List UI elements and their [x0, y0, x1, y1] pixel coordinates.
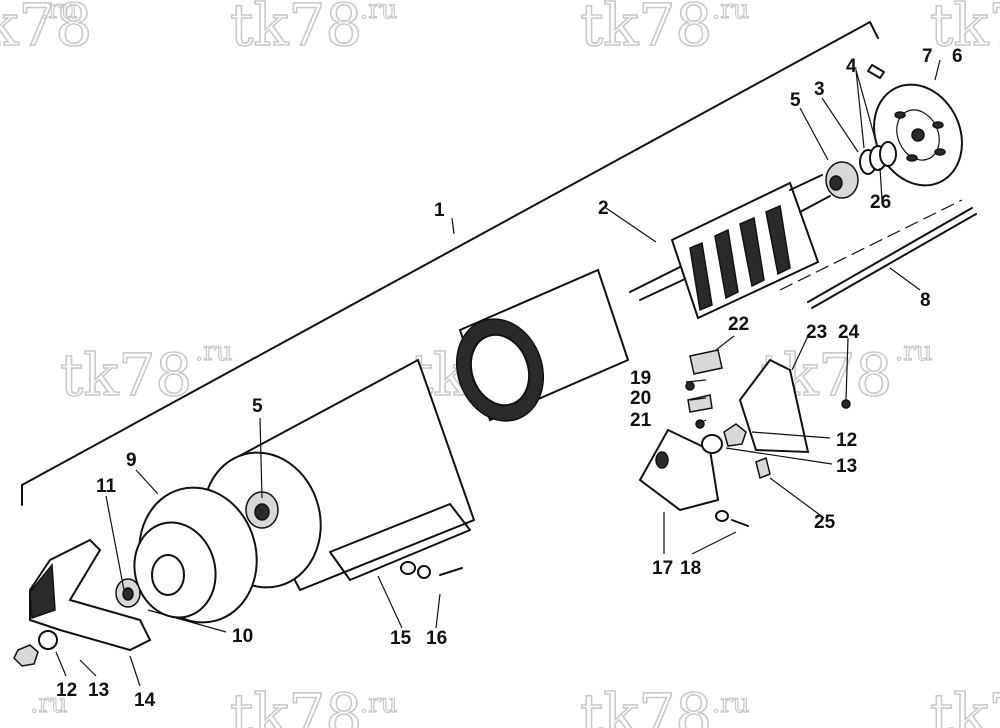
watermark: tk78 [230, 0, 362, 59]
washer-stack [859, 141, 897, 175]
callout-26: 26 [870, 192, 891, 213]
armature [629, 174, 831, 320]
watermark-suffix: .ru [195, 337, 232, 367]
callout-7: 7 [922, 46, 933, 67]
callout-18: 18 [680, 558, 701, 579]
callout-3: 3 [814, 79, 825, 100]
screw [867, 64, 885, 79]
callout-17: 17 [652, 558, 673, 579]
watermark: tk78 [930, 0, 1000, 59]
watermark-suffix: .ru [360, 0, 397, 25]
watermark-suffix: .ru [712, 0, 749, 25]
callout-15: 15 [390, 628, 412, 649]
drive-end-plate [133, 486, 258, 624]
washer-left [38, 630, 58, 650]
callout-5-front: 5 [252, 396, 263, 417]
leader-lines [55, 59, 941, 687]
callout-2: 2 [598, 198, 609, 219]
callout-11: 11 [96, 476, 117, 497]
callout-13-left: 13 [88, 680, 109, 701]
field-frame-ring [455, 268, 630, 422]
bolt-16 [400, 561, 463, 579]
callout-13-right: 13 [836, 456, 857, 477]
fasteners-right [715, 399, 851, 527]
watermark-suffix: .ru [895, 337, 932, 367]
callout-1: 1 [434, 200, 445, 221]
through-bolt [779, 199, 977, 309]
callout-12-right: 12 [836, 430, 857, 451]
watermark-suffix: .ru [40, 0, 77, 25]
rear-bearing [825, 161, 859, 199]
callout-12-left: 12 [56, 680, 77, 701]
mounting-bracket-right [638, 428, 720, 512]
callout-24: 24 [838, 322, 860, 343]
watermark: tk78 [230, 681, 362, 728]
callout-5-rear: 5 [790, 90, 801, 111]
callout-8: 8 [920, 290, 931, 311]
callout-19: 19 [630, 368, 651, 389]
callout-25: 25 [814, 512, 836, 533]
callout-16: 16 [426, 628, 447, 649]
assembly-bracket [21, 21, 879, 506]
watermark: tk78 [930, 681, 1000, 728]
bracket-plate [738, 358, 810, 454]
callout-23: 23 [806, 322, 827, 343]
watermark: tk78 [580, 681, 712, 728]
watermark: tk78 [580, 0, 712, 59]
nut-left [13, 644, 39, 667]
front-bearing [115, 578, 141, 608]
callout-20: 20 [630, 388, 651, 409]
terminal-parts [685, 349, 747, 454]
watermark-suffix: .ru [712, 689, 749, 719]
callout-21: 21 [630, 410, 652, 431]
callout-14: 14 [134, 690, 156, 711]
callout-10: 10 [232, 626, 253, 647]
callout-6: 6 [952, 46, 963, 67]
watermark-suffix: .ru [30, 689, 67, 719]
watermark: tk78 [60, 341, 192, 409]
callout-4: 4 [846, 56, 857, 77]
watermark: tk78 [0, 0, 92, 59]
watermark-suffix: .ru [360, 689, 397, 719]
mounting-bracket-left [29, 538, 152, 652]
callouts: 1 2 3 4 5 5 6 7 8 9 10 11 12 12 13 13 14… [56, 46, 963, 711]
rear-end-plate [873, 83, 963, 187]
callout-9: 9 [126, 450, 137, 471]
callout-22: 22 [728, 314, 749, 335]
